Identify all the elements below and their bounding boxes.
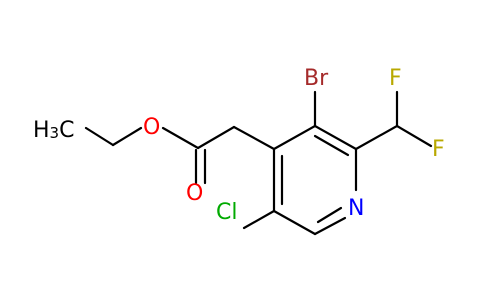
bond-o-c — [161, 126, 200, 150]
atom-labels: Br F F O O N Cl H3C — [33, 66, 445, 225]
atom-n: N — [348, 196, 364, 221]
bond-chf2-f2 — [395, 124, 433, 148]
bond-ch2-o — [111, 126, 143, 147]
bond-n-c6-inner — [316, 206, 343, 224]
atom-f1: F — [389, 66, 402, 91]
atom-br: Br — [304, 66, 329, 91]
bonds — [84, 90, 433, 236]
bond-c6-c5 — [272, 209, 317, 236]
atom-o-ester: O — [143, 115, 160, 140]
bond-ch2-ring — [232, 125, 276, 151]
atom-ch3-subscript: 3 — [50, 124, 60, 142]
bond-c2-chf2 — [354, 124, 399, 151]
atom-f2: F — [432, 137, 445, 162]
bond-c3-c2-outer — [313, 124, 358, 151]
atom-cl: Cl — [216, 200, 237, 225]
bond-c4-c3 — [272, 124, 317, 151]
bond-ch3-ch2 — [84, 126, 115, 147]
bond-n-c6-outer — [313, 216, 347, 236]
bond-c5-cl — [242, 209, 276, 230]
atom-o-carbonyl: O — [186, 181, 203, 206]
bond-c-ch2 — [196, 125, 236, 150]
atom-ch3-h: H — [33, 118, 50, 143]
bond-c3-c2-inner — [313, 134, 350, 157]
atom-ch3: H3C — [33, 118, 74, 143]
atom-ch3-c: C — [59, 118, 74, 143]
